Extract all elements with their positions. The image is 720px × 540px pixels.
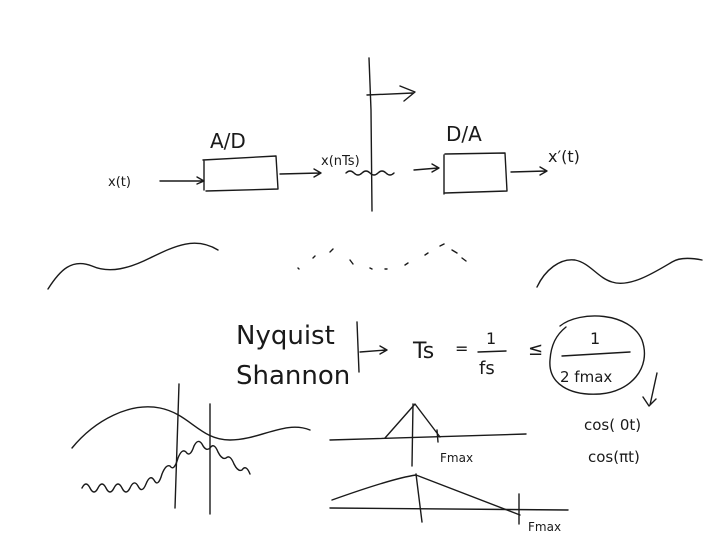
ad-box: [202, 155, 279, 192]
ts-symbol: Ts: [412, 339, 434, 364]
da-label: D/A: [446, 122, 482, 146]
spectrum-ticks-1: [411, 403, 439, 467]
bound-circle: [549, 315, 646, 395]
time-direction-arrow: [366, 85, 416, 102]
equals-sign: =: [455, 339, 468, 358]
sampling-pipeline: x(t) A/D x(nTs) D/A x′(t): [108, 57, 580, 212]
sampling-divider-line: [368, 57, 373, 212]
theorem-name-line2: Shannon: [236, 361, 350, 391]
spectrum-axis-2: [329, 507, 569, 511]
fmax-label-2: Fmax: [528, 520, 561, 534]
da-in-arrow: [413, 163, 440, 173]
sampled-signal-label: x(nTs): [321, 154, 360, 169]
fs-symbol: fs: [479, 358, 495, 379]
cosine-examples: cos( 0t) cos(πt): [584, 416, 641, 466]
bound-fraction-bar: [561, 351, 631, 357]
sampled-wiggle: [345, 170, 395, 176]
theorem-name-line1: Nyquist: [236, 321, 335, 351]
sample-line-left: [174, 383, 180, 509]
fraction-numerator: 1: [486, 329, 496, 348]
cos-example-2: cos(πt): [588, 448, 640, 466]
signal-sketches: [47, 242, 703, 290]
da-box: [443, 152, 508, 195]
implies-arrow: [356, 321, 388, 373]
cos-example-1: cos( 0t): [584, 416, 641, 434]
sample-points: [297, 243, 467, 270]
input-arrow: [159, 176, 205, 185]
spectrum-sketches: Fmax Fmax: [329, 403, 569, 534]
bound-denominator: 2 fmax: [560, 368, 612, 386]
spectrum-ticks-2: [415, 473, 520, 525]
ad-out-arrow: [279, 168, 322, 178]
input-signal-label: x(t): [108, 175, 131, 190]
fraction-bar: [477, 350, 507, 353]
spectrum-axis-1: [329, 433, 527, 441]
leq-sign: ≤: [528, 339, 543, 360]
narrow-spectrum: [384, 403, 441, 439]
continuous-wave-left: [47, 242, 219, 290]
fmax-label-1: Fmax: [440, 451, 473, 465]
wide-spectrum: [331, 474, 521, 516]
fast-wave: [81, 440, 251, 493]
slow-wave: [71, 406, 311, 449]
nyquist-shannon-theorem: Nyquist Shannon Ts = 1 fs ≤ 1 2 fmax: [236, 315, 658, 407]
sampled-dots: [297, 243, 467, 270]
continuous-wave-right: [536, 257, 703, 288]
output-signal-label: x′(t): [548, 147, 580, 166]
da-out-arrow: [510, 166, 548, 176]
aliasing-sketch: [71, 383, 311, 515]
ad-label: A/D: [210, 129, 246, 153]
example-arrow: [642, 372, 658, 407]
bound-numerator: 1: [590, 329, 600, 348]
